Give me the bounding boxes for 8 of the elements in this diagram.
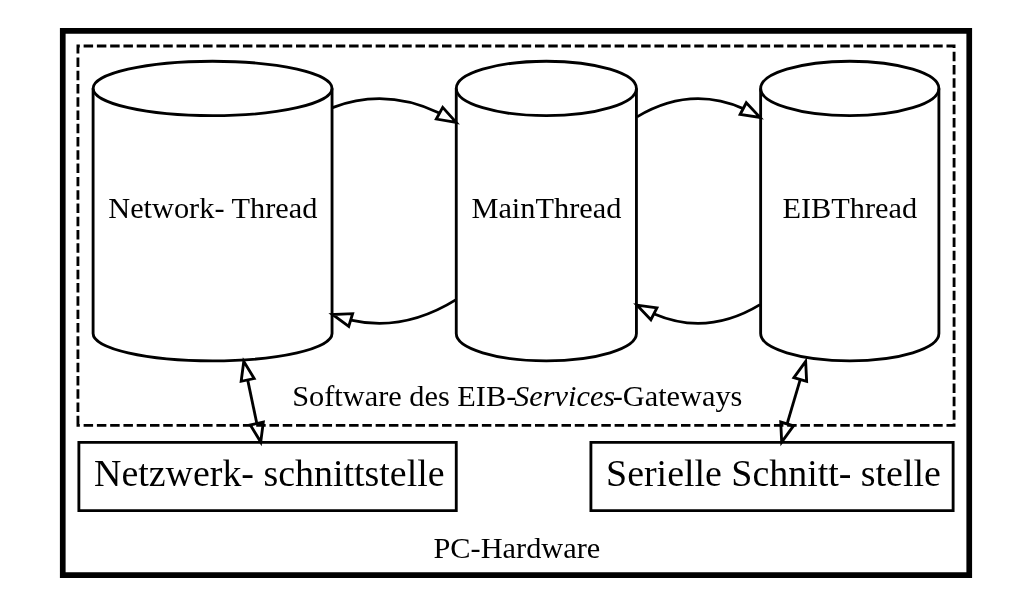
node-box: Serielle Schnitt- stelle — [589, 440, 955, 513]
arrow — [778, 357, 808, 447]
arrow — [632, 303, 761, 325]
arrow — [327, 298, 457, 329]
arrow — [239, 357, 265, 447]
node-box: Netzwerk- schnittstelle — [76, 440, 458, 513]
arrow — [331, 97, 460, 125]
arrow — [635, 97, 764, 120]
